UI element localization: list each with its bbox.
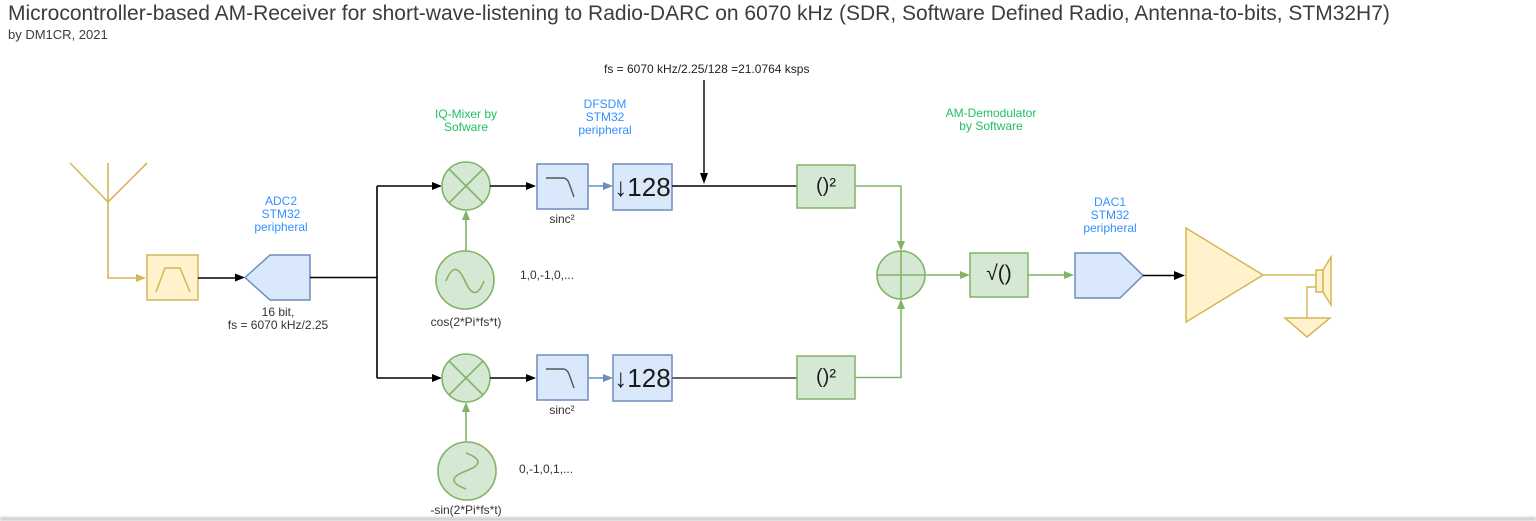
sample-rate-annotation: fs = 6070 kHz/2.25/128 =21.0764 ksps (604, 62, 810, 76)
adc-spec-note: 16 bit, fs = 6070 kHz/2.25 (227, 305, 329, 332)
iq-mixer-group-label: IQ-Mixer by Sofware (434, 107, 498, 134)
wire-sinc-dec-bottom-arrowhead (603, 374, 613, 382)
cos-sequence-label: 1,0,-1,0,... (520, 268, 575, 282)
wire-sin-mixer-arrowhead (462, 402, 470, 412)
wire-sqrt-dac-arrowhead (1064, 271, 1074, 279)
bandpass-curve-icon (155, 267, 191, 293)
sqrt-label: √() (986, 262, 1012, 285)
sin-oscillator-icon (437, 441, 497, 501)
adc-block (243, 254, 311, 301)
square-top-block (796, 164, 856, 209)
adder-node-icon (876, 250, 926, 300)
cos-oscillator-icon (435, 250, 495, 310)
sinc-filter-top-block (536, 163, 589, 210)
wire-speaker-ground (1306, 286, 1316, 318)
dfsdm-group-label: DFSDM STM32 peripheral (578, 97, 632, 137)
dac-block (1074, 252, 1145, 299)
wire-square-adder-bottom-arrowhead (897, 299, 905, 309)
wire-filter-adc-arrowhead (235, 273, 245, 282)
cos-oscillator-label: cos(2*Pi*fs*t) (430, 315, 502, 329)
wire-mixer-sinc-top-arrowhead (526, 182, 536, 190)
mixer-top-icon (441, 161, 491, 211)
page-title: Microcontroller-based AM-Receiver for sh… (8, 2, 1390, 25)
antenna-icon (69, 162, 148, 279)
sqrt-block (969, 252, 1029, 298)
dac-label: DAC1 STM32 peripheral (1083, 195, 1137, 235)
am-demodulator-group-label: AM-Demodulator by Software (945, 106, 1037, 133)
wire-adder-sqrt-arrowhead (960, 271, 970, 279)
antenna-wire-arrowhead (136, 274, 146, 282)
sinc-filter-bottom-block (536, 354, 589, 401)
wire-square-adder-top-arrowhead (897, 241, 905, 251)
lowpass-curve-icon (546, 368, 575, 389)
bandpass-filter-block (146, 254, 199, 301)
wire-square-adder-bottom (855, 308, 902, 379)
wire-mixer-sinc-bottom-arrowhead (526, 374, 536, 382)
sin-sequence-label: 0,-1,0,1,... (519, 462, 574, 476)
sin-oscillator-label: -sin(2*Pi*fs*t) (430, 503, 502, 517)
wire-split-bottom-arrowhead (432, 374, 442, 382)
decimator-top-value: ↓128 (614, 172, 671, 202)
adc-label: ADC2 STM32 peripheral (254, 194, 308, 234)
speaker-icon (1315, 254, 1332, 308)
wire-dac-amp-arrowhead (1174, 271, 1185, 280)
wire-adc-split (310, 185, 433, 379)
wire-square-adder-top (855, 185, 902, 242)
decimator-bottom-value: ↓128 (614, 363, 671, 393)
canvas-bottom-edge (0, 517, 1536, 521)
lowpass-curve-icon (546, 177, 575, 198)
wire-split-top-arrowhead (432, 182, 442, 190)
mixer-bottom-icon (441, 353, 491, 403)
square-top-label: ()² (816, 175, 836, 197)
square-bottom-label: ()² (816, 366, 836, 388)
amplifier-icon (1185, 226, 1265, 324)
sample-rate-arrowhead (700, 173, 708, 184)
byline: by DM1CR, 2021 (8, 27, 108, 42)
wire-sinc-dec-top-arrowhead (603, 182, 613, 190)
sinc-filter-bottom-label: sinc² (549, 403, 575, 417)
wire-cos-mixer-arrowhead (462, 210, 470, 220)
sinc-filter-top-label: sinc² (549, 212, 575, 226)
ground-icon (1282, 317, 1333, 338)
decimator-top-block (612, 163, 673, 211)
